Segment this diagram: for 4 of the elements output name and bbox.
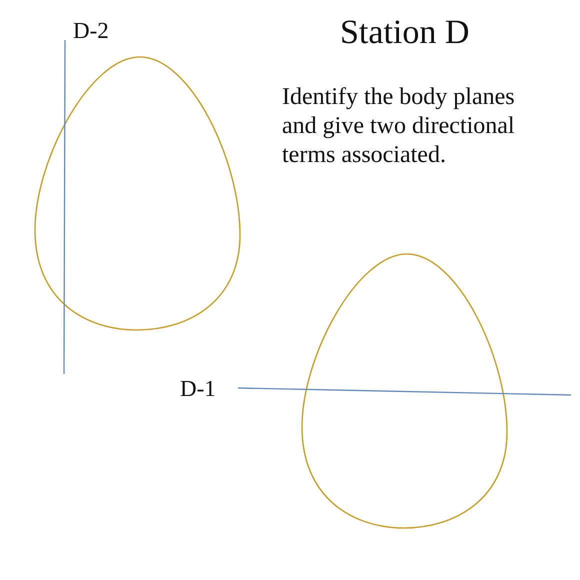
- instruction-text: Identify the body planes and give two directional terms associated.: [282, 83, 516, 170]
- title: Station D: [340, 14, 470, 52]
- plane-label: D-2: [73, 18, 109, 44]
- plane-label: D-1: [180, 376, 216, 402]
